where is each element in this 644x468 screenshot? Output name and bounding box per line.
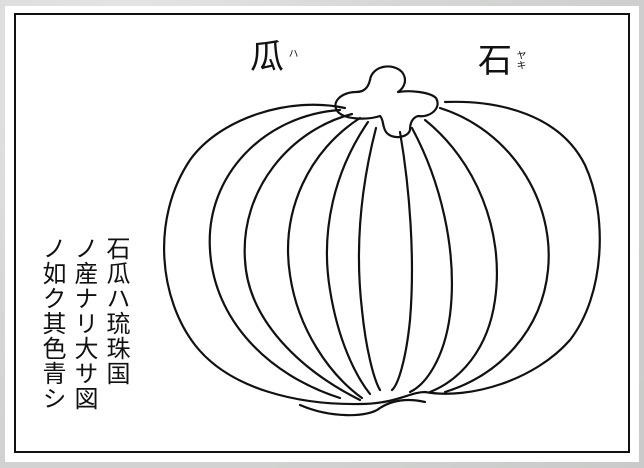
title-left-char: 瓜 (250, 37, 284, 77)
caption-column-3: ノ如ク其色青シ (38, 236, 66, 411)
title-left-ruby: ハ (286, 48, 297, 58)
caption-column-1: 石瓜ハ琉珠国 (102, 236, 130, 386)
rib-1 (243, 112, 362, 402)
title-right-ruby: ヤキ (514, 50, 525, 70)
melon-outline (163, 100, 601, 406)
rib-outer-left (208, 108, 342, 400)
melon-bottom-lobe (298, 398, 427, 417)
paper-sheet (5, 6, 639, 462)
rib-2 (287, 116, 364, 400)
rib-6 (408, 126, 453, 394)
caption-column-2: ノ産ナリ大サ図 (70, 236, 98, 411)
illustration-border (14, 13, 630, 453)
title-right-char: 石 (478, 41, 512, 81)
rib-3 (325, 120, 372, 396)
melon-stem (334, 65, 439, 139)
rib-8 (438, 106, 550, 394)
rib-5 (390, 130, 414, 392)
rib-7 (423, 118, 499, 394)
rib-4 (357, 126, 382, 392)
